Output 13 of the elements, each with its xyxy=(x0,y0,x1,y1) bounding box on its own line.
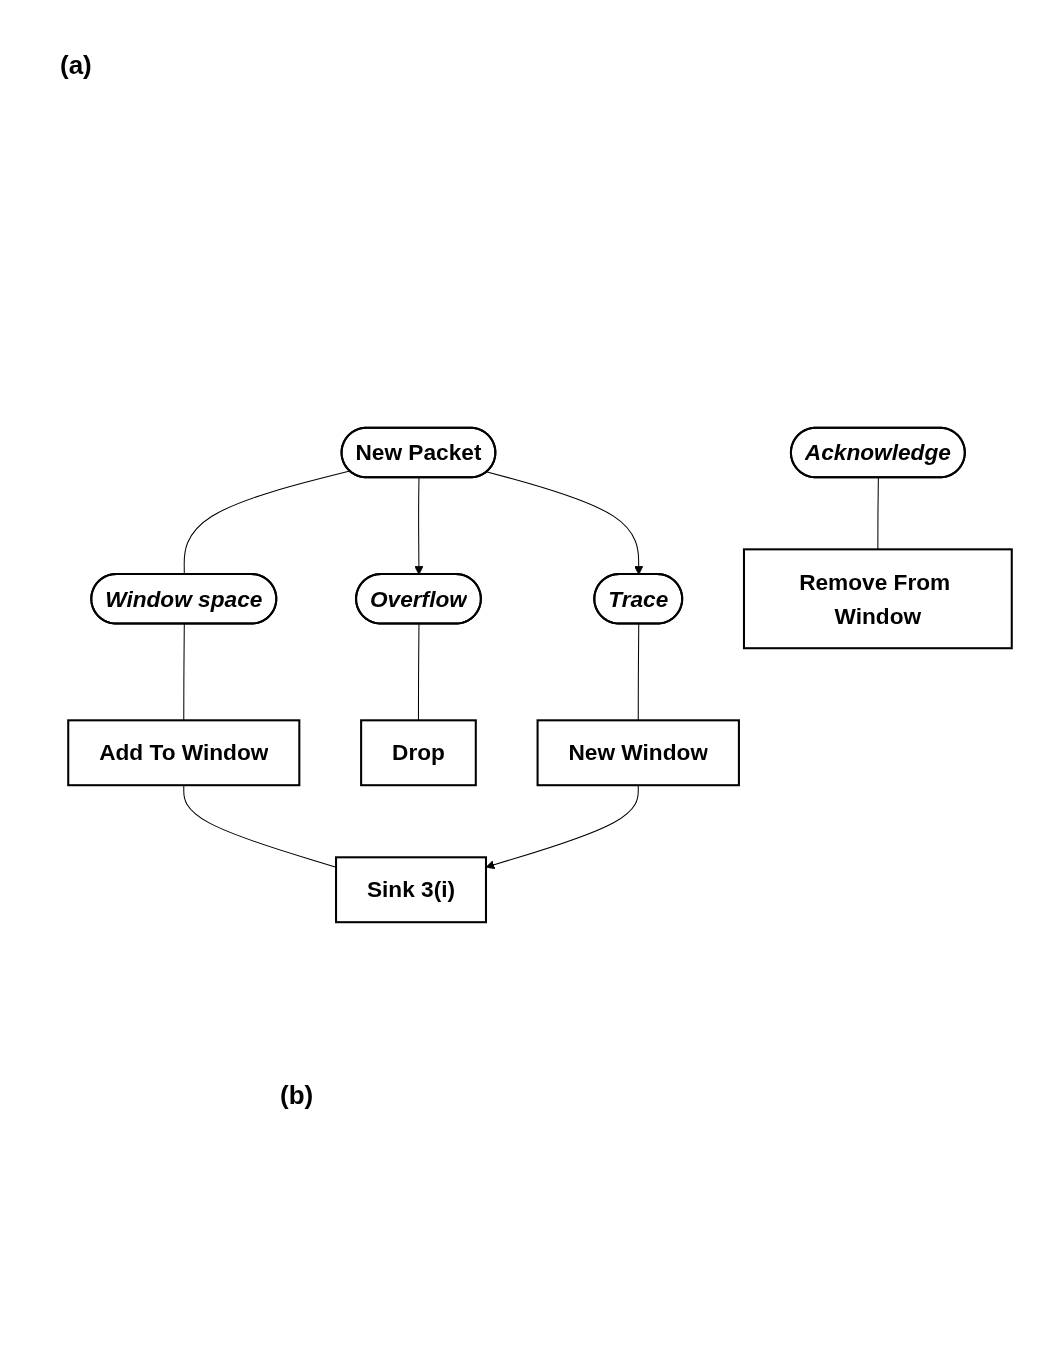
node-box: New Window xyxy=(536,719,740,787)
connector xyxy=(183,623,185,721)
node-box: Remove From Window xyxy=(742,548,1013,650)
node-box: Add To Window xyxy=(67,719,301,787)
arrow xyxy=(414,477,424,575)
connector xyxy=(877,477,879,550)
connector xyxy=(637,623,640,721)
panel-label: (b) xyxy=(280,1080,314,1111)
node-box: Drop xyxy=(360,719,477,787)
node-box: Sink 3(i) xyxy=(335,856,487,924)
arrow xyxy=(486,471,644,575)
panel-label: (a) xyxy=(60,50,92,81)
connector xyxy=(417,623,420,721)
